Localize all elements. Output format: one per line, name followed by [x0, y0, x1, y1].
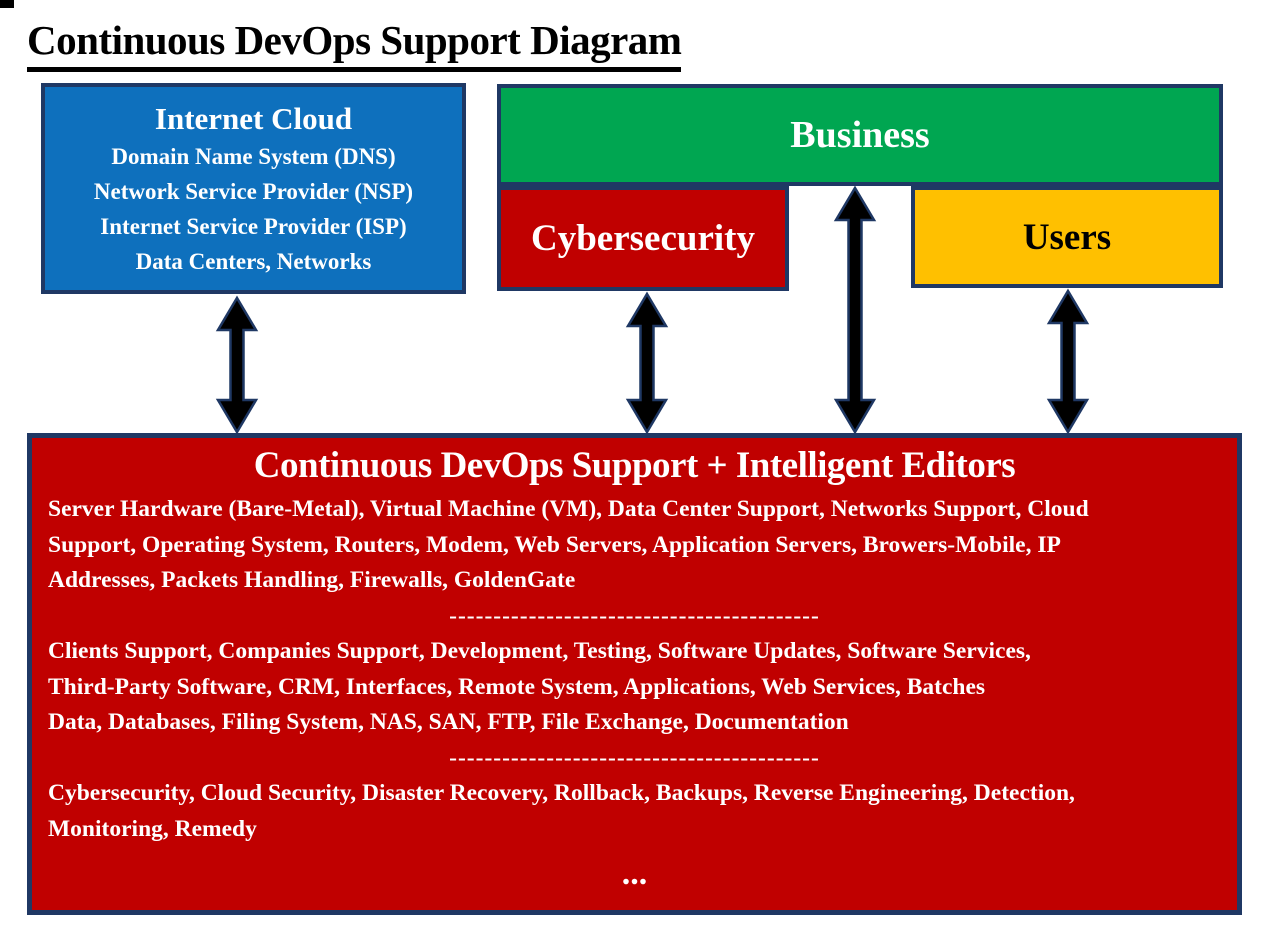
- devops-ellipsis: ...: [621, 855, 648, 892]
- arrow-business-devops: [833, 185, 877, 435]
- devops-title: Continuous DevOps Support + Intelligent …: [253, 445, 1016, 486]
- devops-separator-1: ----------------------------------------…: [449, 602, 820, 629]
- page-title: Continuous DevOps Support Diagram: [27, 16, 682, 72]
- internet-cloud-title: Internet Cloud: [154, 101, 353, 136]
- cybersecurity-box: Cybersecurity: [497, 186, 789, 291]
- internet-cloud-line-datacenters: Data Centers, Networks: [135, 249, 372, 274]
- devops-paragraph-security: Cybersecurity, Cloud Security, Disaster …: [48, 780, 1075, 842]
- users-label: Users: [1022, 216, 1112, 258]
- internet-cloud-box: Internet Cloud Domain Name System (DNS) …: [41, 83, 466, 294]
- arrow-internet-devops: [215, 295, 259, 435]
- devops-paragraph-infrastructure: Server Hardware (Bare-Metal), Virtual Ma…: [48, 496, 1089, 593]
- devops-separator-2: ----------------------------------------…: [449, 744, 820, 771]
- business-label: Business: [790, 114, 930, 156]
- arrow-cybersecurity-devops: [625, 291, 669, 435]
- page-title-text: Continuous DevOps Support Diagram: [27, 16, 682, 72]
- business-box: Business: [497, 84, 1223, 186]
- devops-paragraph-software: Clients Support, Companies Support, Deve…: [48, 638, 1031, 735]
- corner-artifact: [0, 0, 14, 8]
- internet-cloud-line-isp: Internet Service Provider (ISP): [100, 214, 407, 239]
- cybersecurity-label: Cybersecurity: [531, 218, 755, 259]
- internet-cloud-line-dns: Domain Name System (DNS): [111, 144, 396, 169]
- devops-box: Continuous DevOps Support + Intelligent …: [27, 433, 1242, 915]
- internet-cloud-line-nsp: Network Service Provider (NSP): [93, 179, 414, 204]
- arrow-users-devops: [1046, 288, 1090, 435]
- users-box: Users: [911, 186, 1223, 288]
